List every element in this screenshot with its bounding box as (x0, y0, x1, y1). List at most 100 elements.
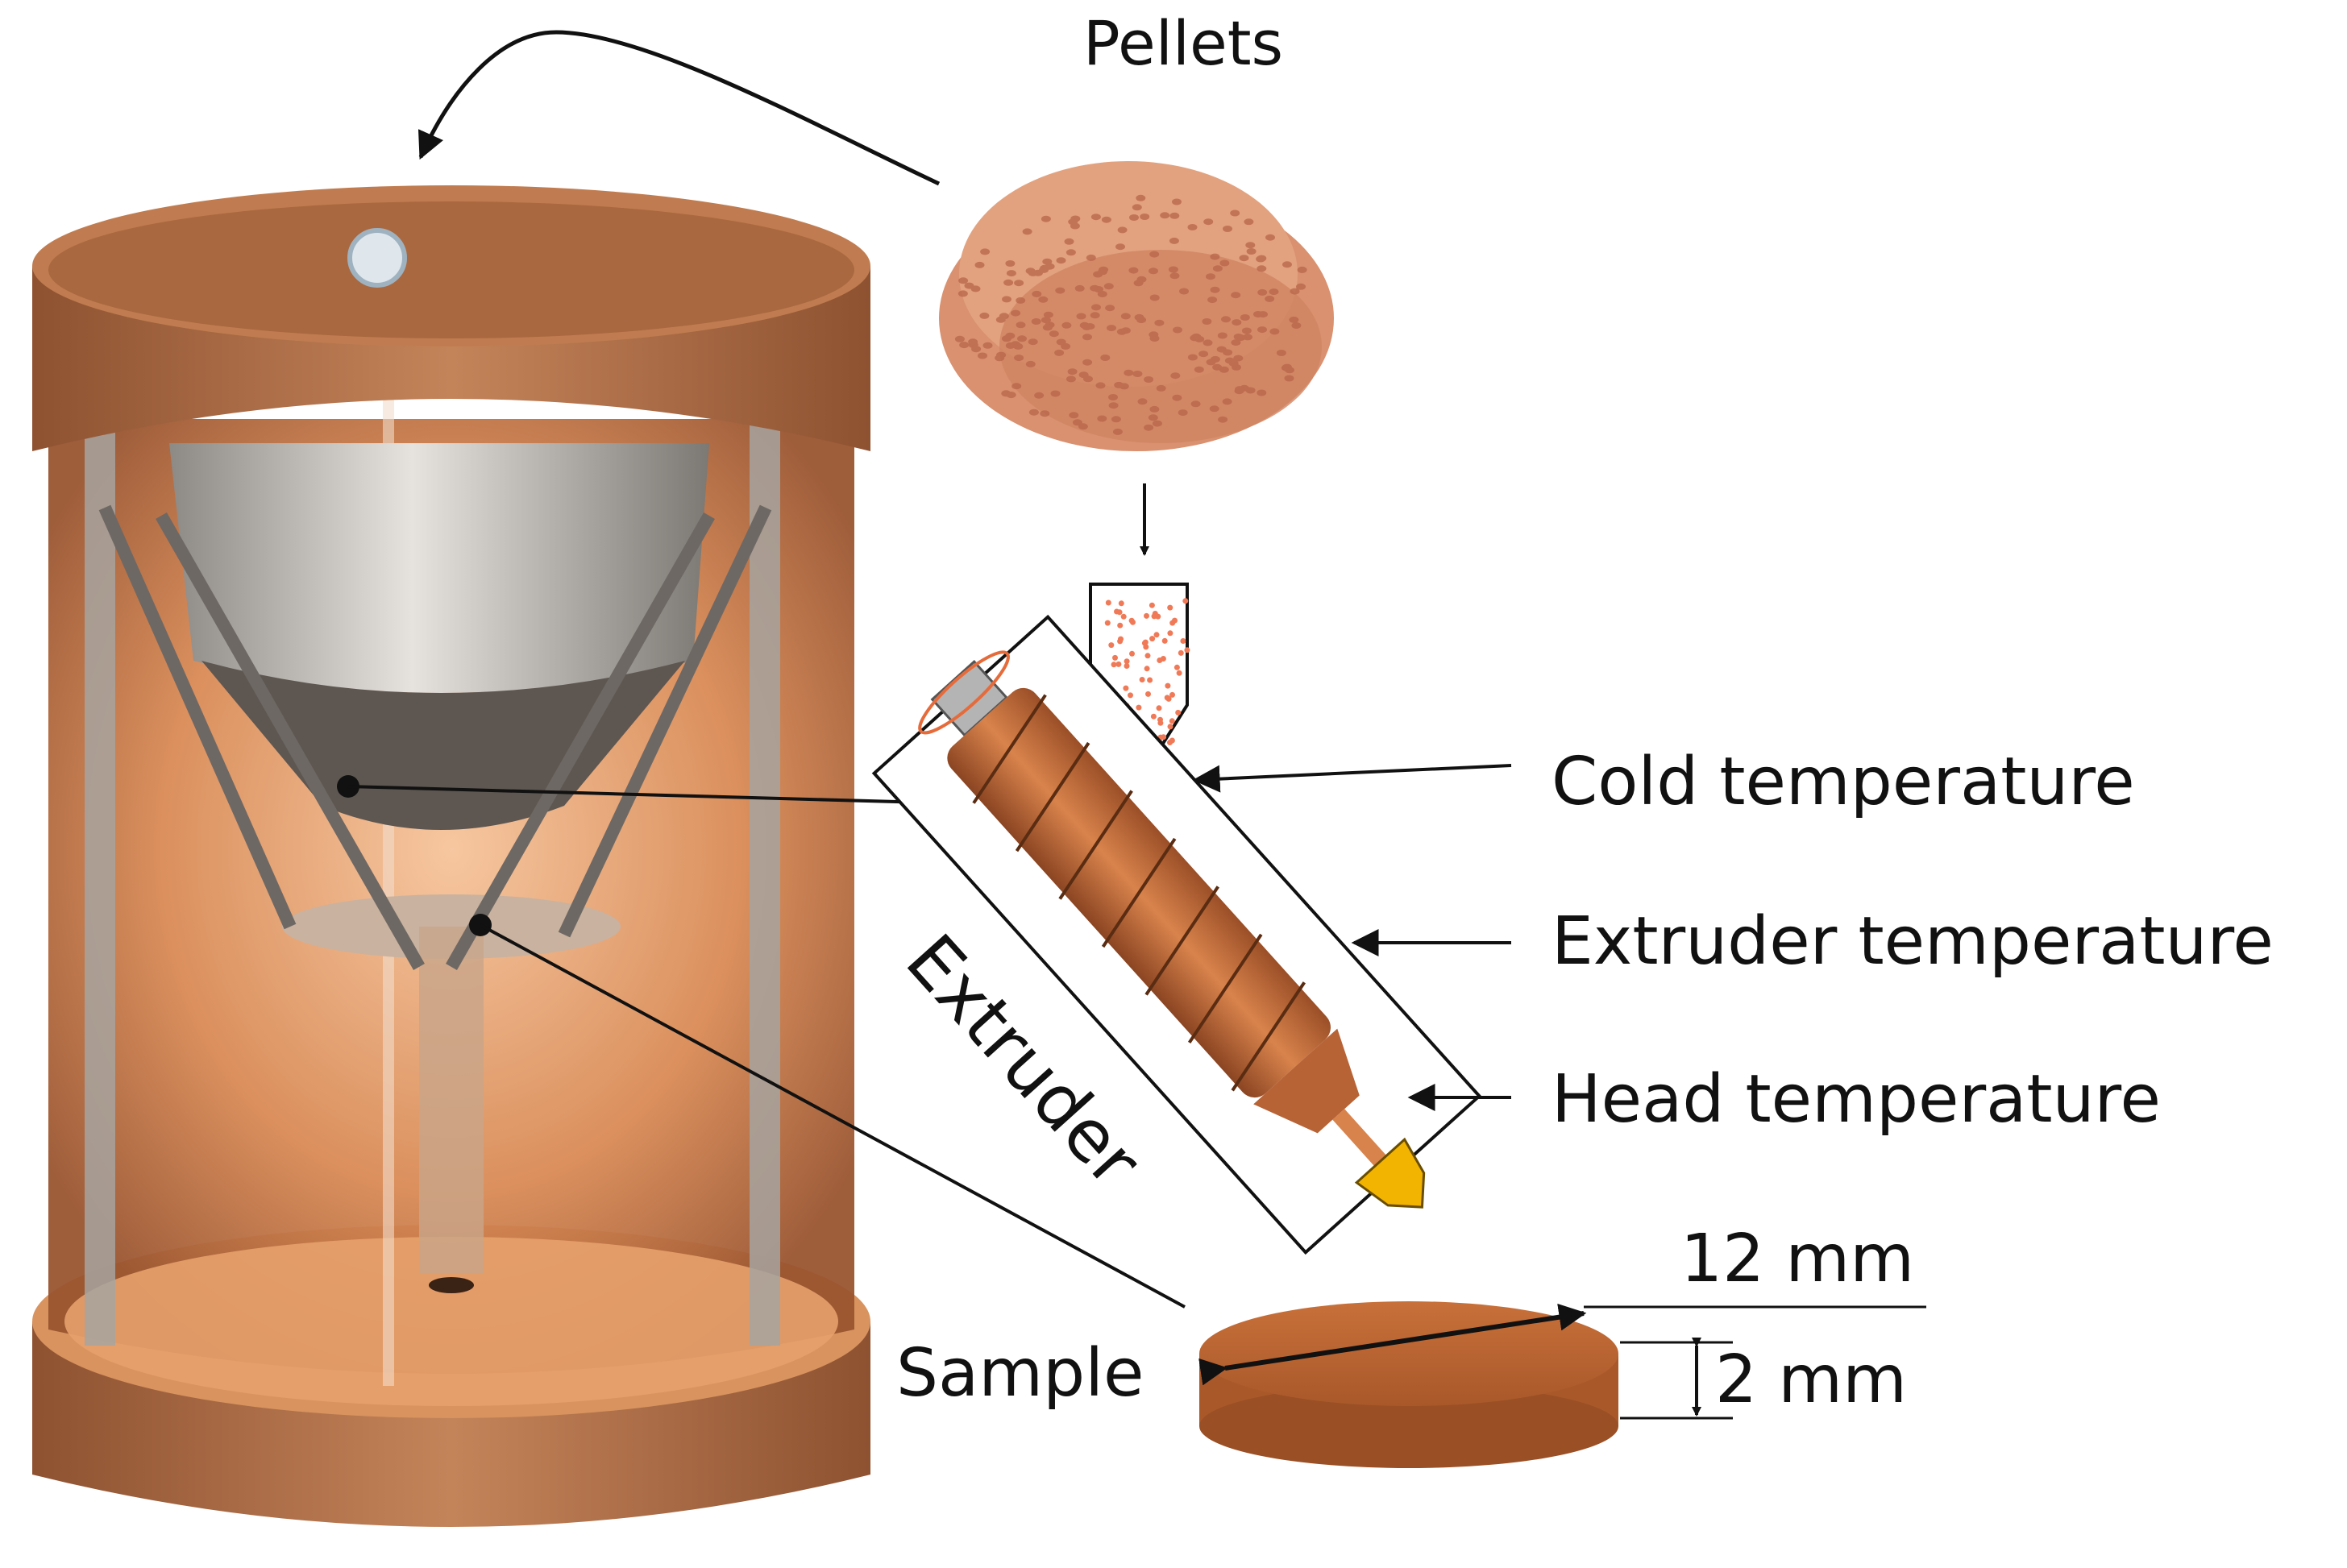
pellet-grain (1209, 405, 1219, 413)
printer-hopper (169, 443, 709, 693)
sample-callout-line (480, 923, 1186, 1309)
pellet-grain (1291, 322, 1302, 329)
hopper-pellet (1105, 599, 1111, 606)
extruder-schematic (871, 583, 1482, 1255)
pellet-grain (1101, 216, 1111, 223)
pellet-grain (1218, 416, 1228, 423)
pellet-grain (968, 338, 978, 346)
extruder-motor-ring (918, 650, 1010, 735)
pellet-grain (1025, 268, 1036, 275)
pellet-grain (1014, 355, 1024, 362)
pellet-grain (1041, 317, 1051, 324)
pellet-grain (1082, 323, 1092, 330)
pellet-grain (1170, 372, 1181, 380)
pellet-grain (1246, 248, 1257, 255)
pellet-grain (1025, 360, 1036, 367)
pellet-grain (1128, 267, 1139, 274)
pellet-grain (1289, 316, 1299, 323)
pellet-grain (1232, 319, 1242, 326)
hopper-pellet (1167, 604, 1174, 611)
pellet-grain (1223, 226, 1232, 232)
pellet-grain (1140, 214, 1150, 220)
pellet-grain (1190, 400, 1201, 408)
pellet-grain (1005, 332, 1016, 339)
pellet-grain (1011, 309, 1021, 317)
pellet-grain (1191, 333, 1202, 340)
pellet-grain (978, 352, 987, 359)
hopper-pellet (1128, 692, 1133, 699)
pellet-grain (964, 282, 974, 289)
delta-arm-right-inner (446, 512, 715, 970)
pellet-grain (1041, 215, 1051, 222)
pellet-grain (1034, 392, 1045, 399)
pellet-grain (1129, 214, 1139, 221)
pellet-grain (980, 248, 991, 255)
pellet-grain (1210, 286, 1220, 293)
pellet-grain (1090, 284, 1100, 292)
pellet-grain (1038, 296, 1049, 303)
pellet-grain (1222, 398, 1232, 405)
hopper-pellet (1145, 691, 1151, 697)
pellet-grain (959, 342, 970, 349)
pellet-grain (974, 261, 985, 268)
screw-flight (1187, 933, 1263, 1044)
pellet-grain (1111, 416, 1121, 423)
pellet-grain (1290, 288, 1300, 295)
pellet-grain (1173, 326, 1182, 334)
label-sample: Sample (896, 1335, 1144, 1412)
delta-arm-right-outer (558, 504, 772, 938)
pellet-grain (1203, 218, 1214, 226)
pellet-grain (1282, 363, 1292, 371)
pellet-grain (954, 335, 965, 342)
pellet-grain (1282, 261, 1292, 268)
extruder-nozzle-rod (1332, 1109, 1388, 1168)
screw-flight (1101, 837, 1177, 948)
pellet-grain (1257, 389, 1267, 396)
pellet-grain (1217, 332, 1228, 339)
pellet-grain (1028, 338, 1038, 346)
hopper-pellet (1115, 661, 1122, 667)
pellet-grain (1065, 249, 1076, 256)
pellet-grain (1093, 271, 1103, 278)
hopper-pellet (1167, 740, 1173, 745)
build-plate-hole (429, 1277, 474, 1293)
pellet-grain (1168, 266, 1178, 273)
pellet-grain (1076, 313, 1086, 320)
pellet-grain (982, 342, 993, 349)
label-pellets: Pellets (1083, 7, 1283, 79)
screw-flight (1144, 886, 1219, 996)
hopper-pellet (1150, 713, 1157, 720)
hopper-pellet (1128, 617, 1135, 624)
pellet-grain (1231, 292, 1241, 299)
pellet-grain (1117, 226, 1128, 234)
pellet-grain (1257, 255, 1267, 262)
printer-top-light (347, 228, 407, 288)
pellet-grain (1090, 214, 1101, 221)
hopper-pellet (1118, 600, 1124, 607)
hopper-pellet (1104, 620, 1111, 626)
pellet-grain (1097, 415, 1107, 422)
hopper-pellet (1157, 657, 1163, 663)
pellet-grain (1055, 287, 1065, 294)
pellet-grain (1014, 280, 1024, 287)
label-extruder-temperature: Extruder temperature (1552, 903, 2274, 980)
hopper-pellet (1124, 663, 1130, 669)
pellet-grain (1244, 218, 1254, 226)
hopper-pellet (1156, 705, 1162, 711)
pellet-grain (1116, 328, 1127, 335)
pellet-grain (1136, 276, 1147, 283)
pellet-grain (1064, 238, 1074, 245)
pellet-grain (1241, 327, 1252, 334)
pellet-grain (1078, 423, 1088, 430)
hopper-pellet (1144, 612, 1149, 619)
pellet-grain (1086, 254, 1096, 261)
screw-flight (1015, 741, 1090, 852)
printer-top-lid (48, 201, 854, 338)
pellet-grain (1210, 355, 1220, 363)
hopper-pellet (1180, 638, 1186, 644)
pellet-grain (1169, 272, 1180, 280)
pellet-grain (1006, 270, 1016, 277)
hopper-pellet (1139, 677, 1145, 682)
pellet-grain (995, 355, 1005, 362)
pellet-grain (1169, 212, 1180, 219)
